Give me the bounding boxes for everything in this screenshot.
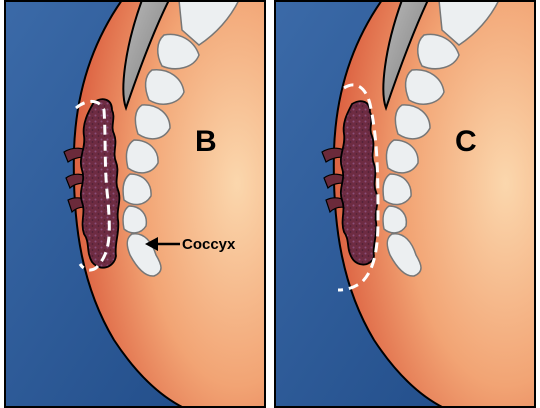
panel-letter: C (455, 125, 477, 158)
panel-c-illustration: C (274, 0, 536, 408)
coccyx (386, 233, 422, 277)
sacrum-vertebrae (382, 0, 500, 234)
lesion-cavity (339, 100, 379, 266)
coccyx-pointer (145, 237, 180, 251)
panel-frame (274, 0, 536, 408)
panel-c: C (274, 0, 536, 408)
coccyx-label: Coccyx (182, 236, 236, 253)
sacrum-vertebrae (122, 0, 240, 234)
lesion-cavity (79, 98, 121, 269)
panel-frame (4, 0, 266, 408)
panel-letter: B (195, 125, 217, 158)
panel-b: B Coccyx (4, 0, 266, 408)
panel-b-illustration: B Coccyx (4, 0, 266, 408)
incision-outline (337, 83, 380, 292)
incision-outline (75, 100, 111, 272)
body-tissue (72, 0, 266, 408)
rectum (122, 0, 171, 111)
rectum (382, 0, 430, 111)
